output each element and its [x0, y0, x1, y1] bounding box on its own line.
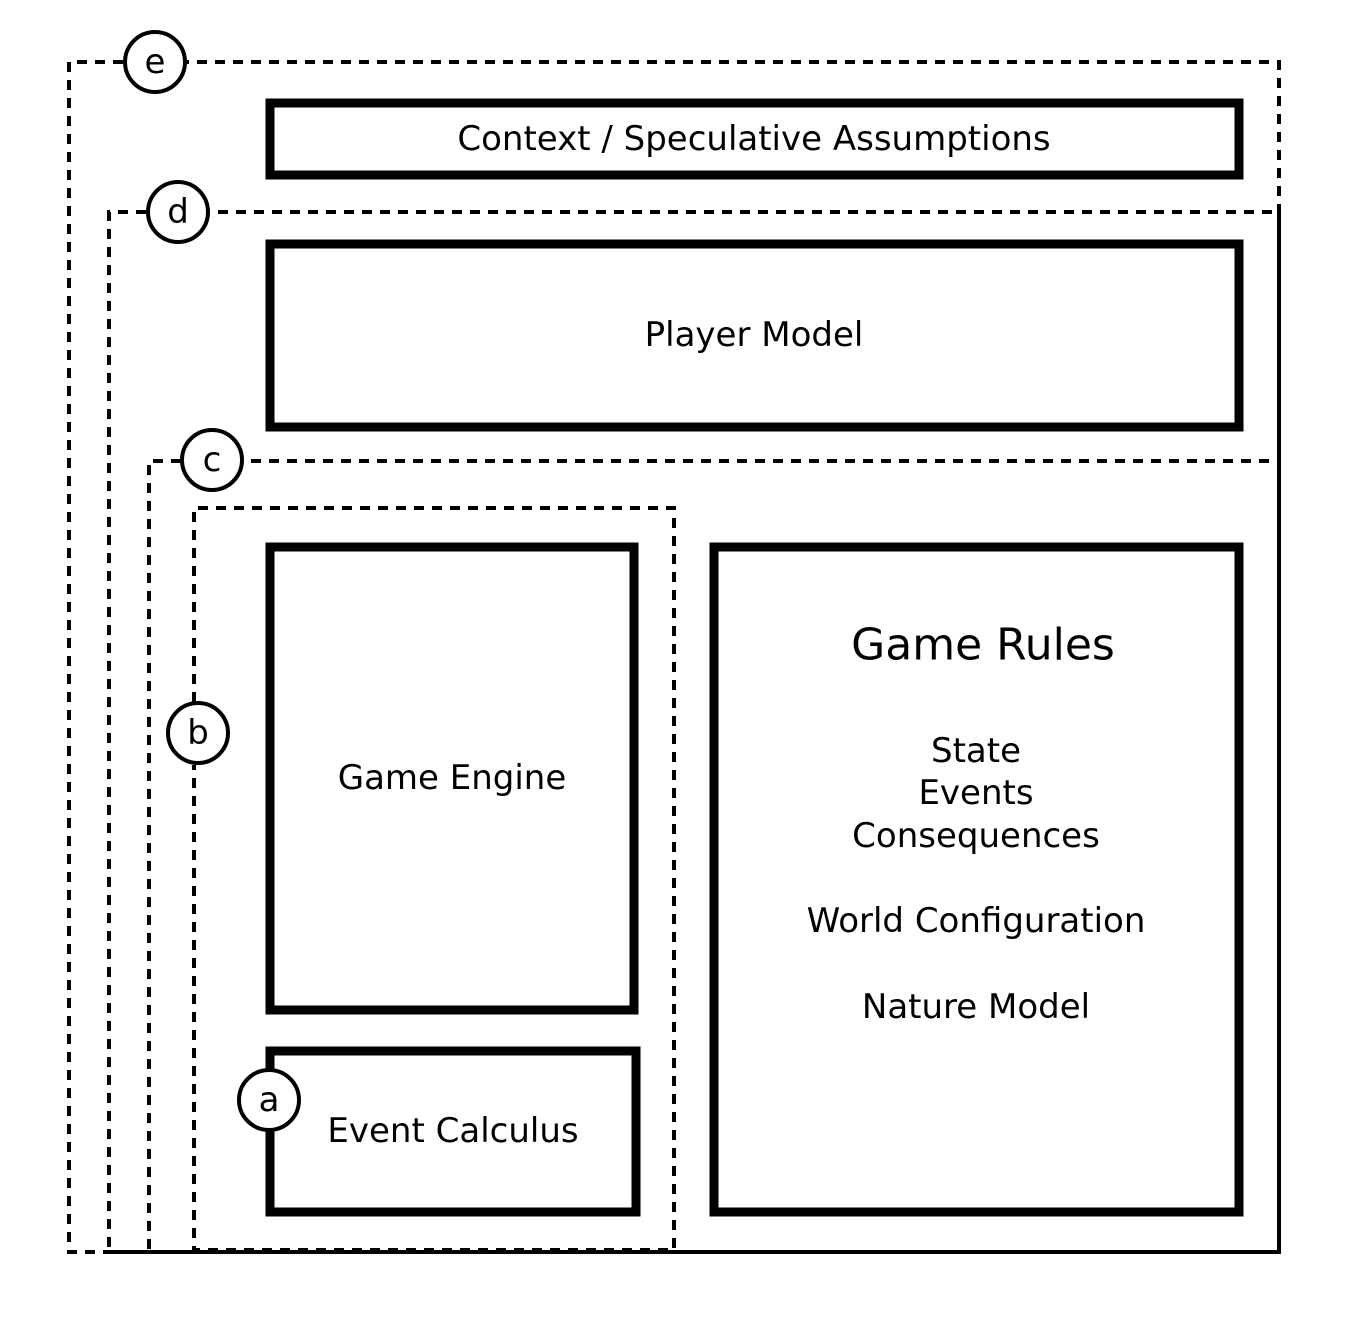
layer-e-boundary: [67, 60, 1281, 1254]
context-box: [265, 98, 1244, 180]
player-model-box: [265, 239, 1244, 432]
layer-b-letter: b: [187, 713, 209, 753]
game-rules-box: [709, 542, 1244, 1217]
game-rules-item-consequences: Consequences: [852, 816, 1100, 856]
event-calculus-box: [265, 1046, 641, 1217]
layer-e-letter: e: [145, 42, 166, 82]
event-calculus-label: Event Calculus: [327, 1111, 578, 1151]
game-rules-item-nature-model: Nature Model: [862, 987, 1090, 1027]
game-rules-item-world-configuration: World Configuration: [807, 901, 1146, 941]
layer-a-marker: [237, 1068, 301, 1132]
layer-d-letter: d: [167, 192, 189, 232]
game-rules-title: Game Rules: [851, 620, 1115, 671]
layer-b-marker: [166, 701, 230, 765]
game-engine-box: [265, 542, 639, 1015]
layer-d-marker: [146, 180, 210, 244]
layer-c-letter: c: [203, 440, 222, 480]
context-label: Context / Speculative Assumptions: [457, 119, 1050, 159]
game-rules-item-events: Events: [918, 773, 1033, 813]
layer-b-boundary: [192, 506, 676, 1252]
layer-e-marker: [123, 30, 187, 94]
game-engine-label: Game Engine: [338, 758, 567, 798]
layer-a-letter: a: [259, 1080, 280, 1120]
game-rules-item-state: State: [931, 731, 1021, 771]
player-model-label: Player Model: [645, 315, 864, 355]
layer-c-marker: [180, 428, 244, 492]
layer-c-boundary: [147, 459, 1281, 1254]
